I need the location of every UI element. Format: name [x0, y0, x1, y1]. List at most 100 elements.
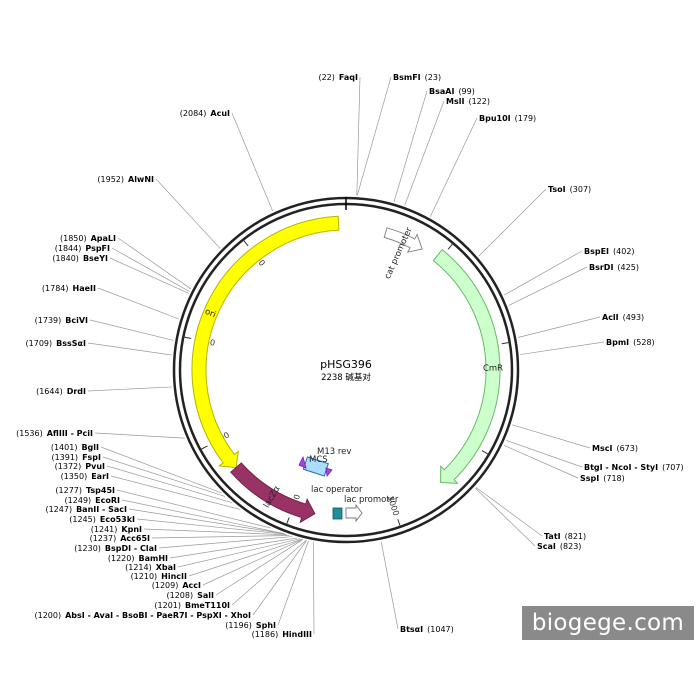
site-sphi[interactable]: (1196)SphI: [225, 621, 276, 630]
feature-ori[interactable]: [191, 215, 340, 469]
site-pspfi[interactable]: (1844)PspFI: [55, 244, 110, 253]
site-bpu10i[interactable]: Bpu10I(179): [479, 114, 536, 123]
feature-cat-promoter[interactable]: [383, 227, 423, 253]
site-tati[interactable]: TatI(821): [544, 532, 586, 541]
ruler-tick: [481, 450, 490, 456]
site-leader-line: [231, 112, 273, 212]
site-name: HindIII: [282, 630, 312, 639]
site-tsp45i[interactable]: (1277)Tsp45I: [55, 486, 115, 495]
site-xbai[interactable]: (1214)XbaI: [125, 563, 176, 572]
feature-cmr-label: CmR: [483, 364, 503, 374]
site-leader-line: [506, 440, 583, 468]
lac-promoter-arrow[interactable]: [345, 503, 363, 523]
site-leader-line: [117, 237, 192, 290]
site-leader-line: [151, 535, 290, 539]
site-bsrdi[interactable]: BsrDI(425): [589, 263, 639, 272]
site-btgi-ncoi-styi[interactable]: BtgI - NcoI - StyI(707): [584, 463, 684, 472]
site-tsoi[interactable]: TsoI(307): [548, 185, 591, 194]
site-acci[interactable]: (1209)AccI: [152, 581, 201, 590]
site-faqi[interactable]: (22)FaqI: [318, 73, 358, 82]
site-position: (1709): [26, 339, 53, 348]
site-absi-avai-bsobi-paer7i-pspxi-xhoi[interactable]: (1200)AbsI - AvaI - BsoBI - PaeR7I - Psp…: [34, 611, 251, 620]
site-bpmi[interactable]: BpmI (528): [606, 338, 655, 347]
site-leader-line: [110, 475, 241, 510]
site-hincii[interactable]: (1210)HincII: [131, 572, 187, 581]
site-leader-line: [508, 266, 588, 306]
feature-lacz[interactable]: [230, 462, 316, 524]
mcs-label: MCS: [309, 455, 328, 465]
site-name: BpmI: [606, 338, 629, 347]
site-position: (425): [617, 263, 639, 272]
site-name: Bpu10I: [479, 114, 511, 123]
site-position: (1277): [55, 486, 82, 495]
site-position: (1844): [55, 244, 82, 253]
site-alwni[interactable]: (1952)AlwNI: [97, 175, 154, 184]
m13-rev-arrow[interactable]: [298, 455, 307, 469]
site-position: (1196): [225, 621, 252, 630]
site-bsaai[interactable]: BsaAI(99): [429, 87, 475, 96]
site-bamhi[interactable]: (1220)BamHI: [108, 554, 168, 563]
site-position: (1644): [36, 387, 63, 396]
site-bts-i[interactable]: BtsαI(1047): [400, 625, 454, 634]
site-position: (402): [613, 247, 635, 256]
plasmid-size: 2238 碱基对: [321, 372, 371, 383]
site-bspei[interactable]: BspEI(402): [584, 247, 635, 256]
site-position: (1245): [69, 515, 96, 524]
site-name: FaqI: [339, 73, 358, 82]
ruler-tick: [397, 519, 401, 527]
feature-cmr[interactable]: [432, 248, 501, 484]
site-pvui[interactable]: (1372)PvuI: [55, 462, 105, 471]
site-kpni[interactable]: (1241)KpnI: [91, 525, 142, 534]
site-banii-saci[interactable]: (1247)BanII - SacI: [45, 505, 127, 514]
site-position: (673): [616, 444, 638, 453]
site-bsmfi[interactable]: BsmFI(23): [393, 73, 441, 82]
site-bsss-i[interactable]: (1709)BssSαI: [26, 339, 86, 348]
site-bcivi[interactable]: (1739)BciVI: [35, 316, 88, 325]
site-apali[interactable]: (1850)ApaLI: [60, 234, 116, 243]
site-drdi[interactable]: (1644)DrdI: [36, 387, 86, 396]
site-eco53ki[interactable]: (1245) Eco53kI: [69, 515, 135, 524]
site-bseyi[interactable]: (1840)BseYI: [52, 254, 108, 263]
site-position: (1536): [16, 429, 43, 438]
site-leader-line: [87, 342, 172, 356]
site-leader-line: [100, 446, 222, 494]
site-eari[interactable]: (1350)EarI: [61, 472, 109, 481]
site-acc65i[interactable]: (1237)Acc65I: [90, 534, 150, 543]
site-name: BtsαI: [400, 625, 423, 634]
site-msli[interactable]: MslI(122): [446, 97, 490, 106]
site-leader-line: [111, 247, 190, 292]
site-acui[interactable]: (2084)AcuI: [180, 109, 230, 118]
site-sspi[interactable]: SspI(718): [580, 474, 625, 483]
site-bspdi-clai[interactable]: (1230)BspDI - ClaI: [74, 544, 157, 553]
ruler-tick: [501, 341, 510, 345]
site-ecori[interactable]: (1249)EcoRI: [65, 496, 120, 505]
site-bgli[interactable]: (1401)BglI: [51, 443, 99, 452]
lac-operator-box[interactable]: [332, 507, 343, 520]
site-leader-line: [155, 178, 221, 249]
site-position: (122): [468, 97, 490, 106]
site-sali[interactable]: (1208)SalI: [167, 591, 215, 600]
site-acli[interactable]: AclI (493): [602, 313, 644, 322]
site-afliii-pcii[interactable]: (1536)AflIII - PciI: [16, 429, 93, 438]
site-name: BmeT110I: [185, 601, 230, 610]
site-leader-line: [169, 537, 298, 559]
site-position: (493): [623, 313, 645, 322]
site-hindiii[interactable]: (1186)HindIII: [252, 630, 312, 639]
m13-rev-arrow-right[interactable]: [325, 467, 333, 477]
ruler-tick: [285, 517, 290, 526]
site-haeii[interactable]: (1784)HaeII: [42, 284, 96, 293]
site-name: AccI: [182, 581, 201, 590]
site-fspi[interactable]: (1391)FspI: [51, 453, 101, 462]
site-leader-lines: [87, 76, 605, 635]
site-leader-line: [158, 536, 293, 549]
site-name: XbaI: [156, 563, 176, 572]
site-leader-line: [393, 90, 428, 202]
site-position: (528): [633, 338, 655, 347]
site-name: AcuI: [210, 109, 230, 118]
site-name: Eco53kI: [100, 515, 135, 524]
site-position: (1200): [34, 611, 61, 620]
site-msci[interactable]: MscI(673): [592, 444, 638, 453]
site-name: AclI: [602, 313, 619, 322]
site-bmet110i[interactable]: (1201)BmeT110I: [154, 601, 230, 610]
site-scai[interactable]: ScaI(823): [537, 542, 581, 551]
